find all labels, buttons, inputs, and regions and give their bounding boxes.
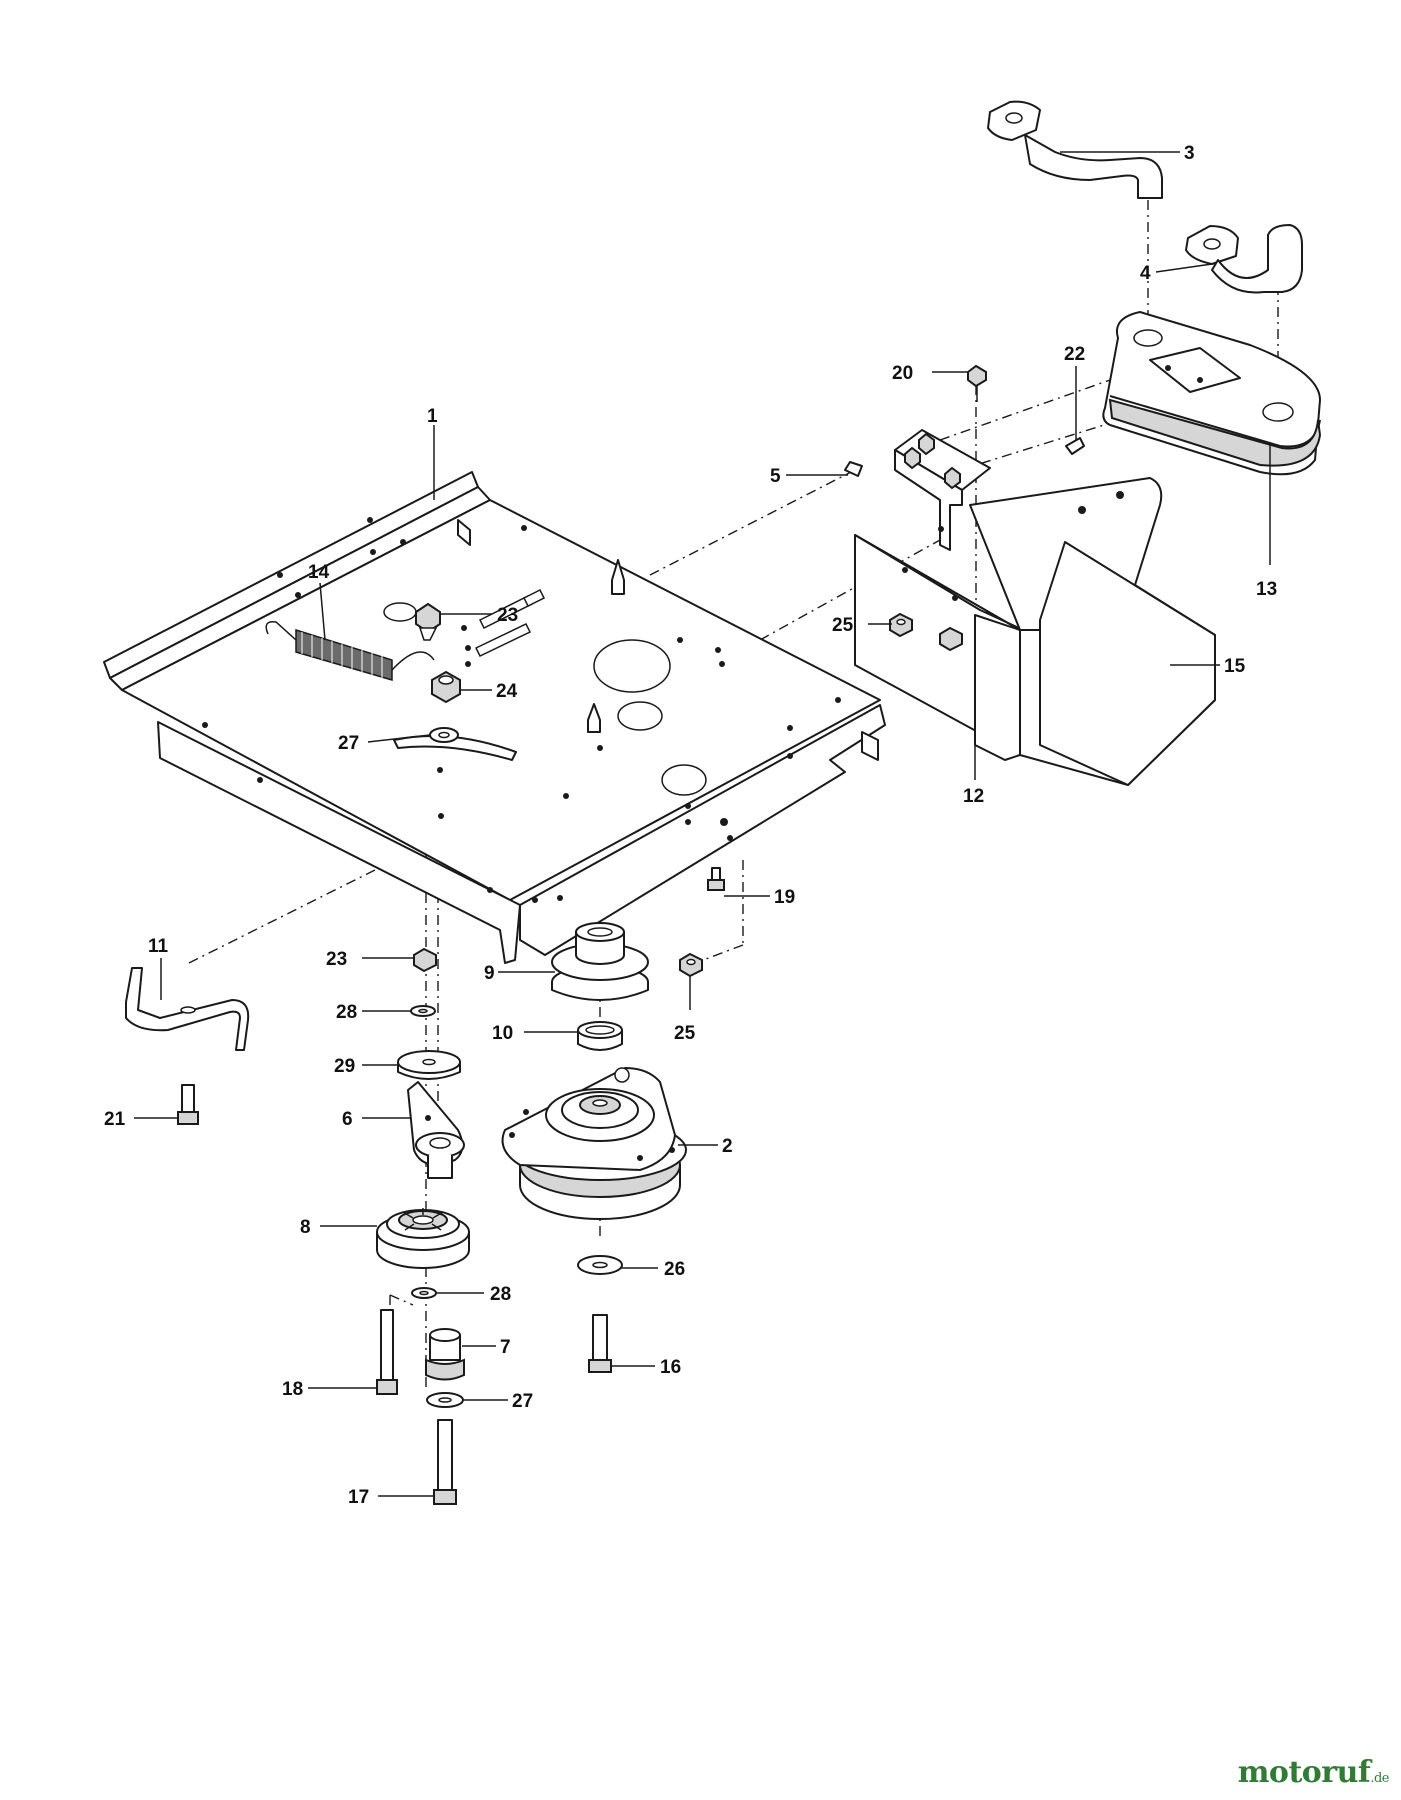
callout-29: 29 [334, 1056, 355, 1077]
bolt-part-17 [433, 1419, 457, 1505]
callout-16: 16 [660, 1357, 681, 1378]
washer-part-27-top [429, 727, 459, 743]
exhaust-pipe-part-4 [1185, 224, 1303, 294]
main-plate-part-1 [103, 471, 886, 964]
callout-22: 22 [1064, 344, 1085, 365]
callout-7: 7 [500, 1337, 511, 1358]
muffler-bracket-part-5 [844, 429, 991, 551]
nut-part-25-lower [679, 952, 703, 978]
washer-part-27-lower [426, 1392, 464, 1408]
callout-10: 10 [492, 1023, 513, 1044]
nut-part-25-mid [939, 626, 963, 652]
callout-17: 17 [348, 1487, 369, 1508]
nut-part-24 [431, 670, 461, 704]
watermark-tld: .de [1370, 1771, 1389, 1786]
muffler-part-13 [1102, 311, 1322, 476]
nut-part-25-upper [889, 612, 913, 638]
bolt-part-18 [376, 1309, 398, 1395]
spring-part-14 [265, 621, 435, 681]
callout-21: 21 [104, 1109, 126, 1130]
callout-5: 5 [770, 466, 781, 487]
washer-part-28-upper [410, 1005, 436, 1017]
callout-28-lower: 28 [490, 1284, 511, 1305]
heat-shield-part-15 [969, 477, 1216, 786]
nut-part-23-top [415, 602, 441, 641]
callout-23-top: 23 [497, 605, 518, 626]
callout-25-upper: 25 [832, 615, 854, 636]
callout-9: 9 [484, 963, 495, 984]
watermark-name: motoruf [1237, 1755, 1371, 1790]
idler-pulley-part-8 [376, 1208, 470, 1269]
idler-arm-part-6 [407, 1081, 465, 1179]
pto-clutch-part-2 [501, 1067, 687, 1220]
callout-3: 3 [1184, 143, 1195, 164]
callout-14: 14 [308, 562, 330, 583]
exhaust-pipe-part-3 [987, 100, 1163, 199]
callout-labels: 1 2 3 4 5 6 7 8 9 10 11 12 13 14 15 16 1… [104, 143, 1277, 1508]
callout-23-lower: 23 [326, 949, 347, 970]
callout-11: 11 [148, 936, 169, 957]
callout-12: 12 [963, 786, 984, 807]
washer-part-28-lower [411, 1287, 437, 1299]
callout-27-top: 27 [338, 733, 359, 754]
callout-20: 20 [892, 363, 913, 384]
spacer-part-7 [425, 1328, 465, 1381]
callout-27-lower: 27 [512, 1391, 533, 1412]
callout-8: 8 [300, 1217, 311, 1238]
bracket-part-11 [125, 967, 250, 1051]
callout-2: 2 [722, 1136, 733, 1157]
callout-24: 24 [496, 681, 518, 702]
screw-part-22 [1065, 437, 1085, 455]
bolt-part-20 [967, 364, 987, 402]
callout-4: 4 [1140, 263, 1151, 284]
bolt-part-16 [588, 1314, 612, 1373]
callout-13: 13 [1256, 579, 1277, 600]
callout-15: 15 [1224, 656, 1246, 677]
callout-28-upper: 28 [336, 1002, 357, 1023]
callout-18: 18 [282, 1379, 303, 1400]
washer-part-26 [577, 1255, 623, 1275]
screw-part-19 [707, 867, 725, 891]
bearing-part-10 [577, 1021, 623, 1051]
callout-1: 1 [427, 406, 438, 427]
callout-19: 19 [774, 887, 795, 908]
pulley-part-9 [551, 922, 649, 1001]
nut-part-23-lower [413, 947, 437, 973]
callout-leaders [134, 151, 1271, 1497]
spacer-part-29 [397, 1050, 461, 1080]
bolt-part-21 [177, 1084, 199, 1125]
callout-26: 26 [664, 1259, 685, 1280]
callout-6: 6 [342, 1109, 353, 1130]
callout-25-lower: 25 [674, 1023, 696, 1044]
watermark-logo: motoruf.de [1237, 1755, 1390, 1790]
